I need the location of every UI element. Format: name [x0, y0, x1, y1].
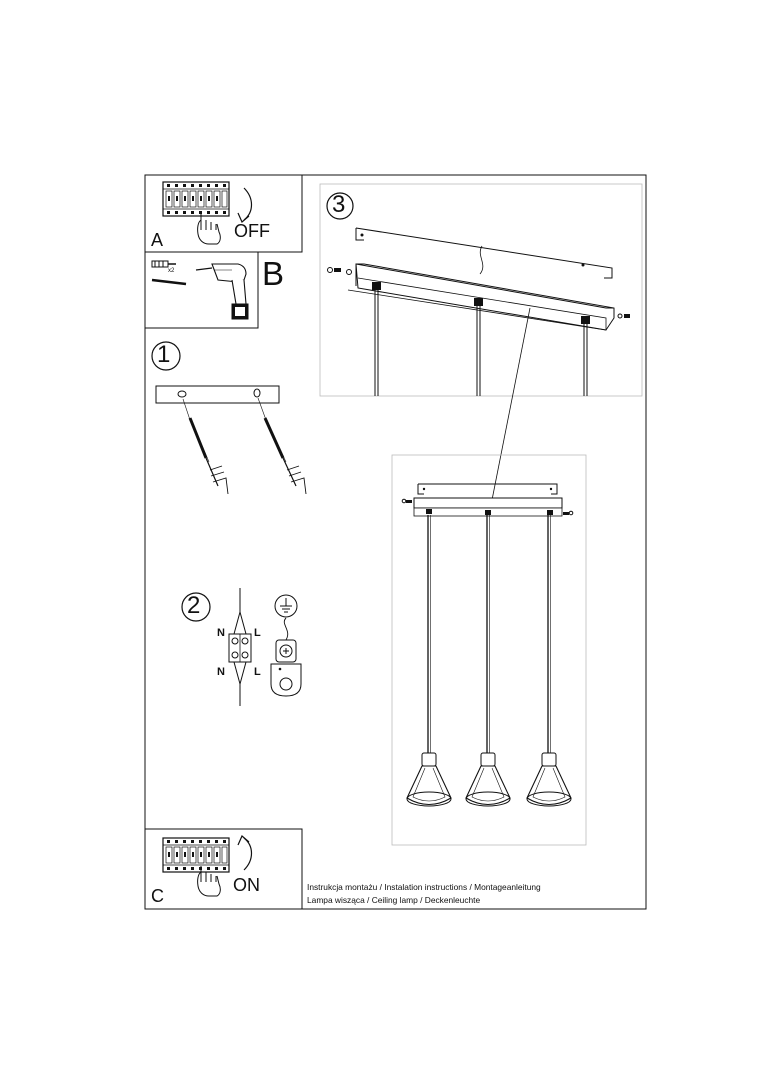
wire-l-top-label: L	[254, 627, 261, 639]
pendant-lamp-icon	[465, 514, 511, 807]
wire-l-bottom-label: L	[254, 666, 261, 678]
step-c-on-label: ON	[233, 875, 260, 895]
wall-plug-icon	[257, 397, 307, 495]
arrow-icon	[243, 187, 253, 221]
pendant-lamp-assembled	[391, 454, 587, 846]
breaker-panel-icon	[162, 837, 230, 873]
step-a-panel	[144, 174, 303, 253]
drill-icon	[195, 263, 249, 320]
page-frame	[144, 174, 647, 910]
terminal-block-icon	[228, 588, 252, 706]
screw-icon	[151, 278, 187, 286]
step-b-panel	[144, 251, 259, 329]
hand-icon	[197, 213, 221, 245]
step-1-ceiling-drilling	[151, 341, 307, 495]
wall-plug-icon	[151, 260, 176, 268]
step-2-number: 2	[187, 592, 201, 619]
pendant-lamp-icon	[406, 514, 452, 807]
breaker-panel-icon	[162, 181, 230, 217]
wire-n-top-label: N	[217, 627, 225, 639]
step-a-off-label: OFF	[234, 221, 270, 241]
wire-n-bottom-label: N	[217, 666, 225, 678]
pendant-lamp-icon	[526, 514, 572, 807]
screw-icon	[327, 267, 630, 319]
earth-ground-icon	[270, 594, 302, 697]
step-3-mounting	[319, 183, 643, 501]
step-c-letter: C	[151, 886, 164, 906]
step-a-letter: A	[151, 230, 164, 250]
arrow-icon	[243, 837, 253, 871]
step-b-letter: B	[262, 255, 285, 292]
screw-icon	[182, 398, 229, 495]
step-2-wiring	[181, 588, 302, 706]
step-1-number: 1	[157, 341, 171, 368]
footer-title-line1: Instrukcja montażu / Instalation instruc…	[307, 882, 541, 892]
step-3-number: 3	[332, 191, 346, 218]
step-c-panel	[144, 828, 303, 910]
footer-title-line2: Lampa wisząca / Ceiling lamp / Deckenleu…	[307, 895, 481, 905]
step-b-quantity: x2	[168, 268, 175, 274]
